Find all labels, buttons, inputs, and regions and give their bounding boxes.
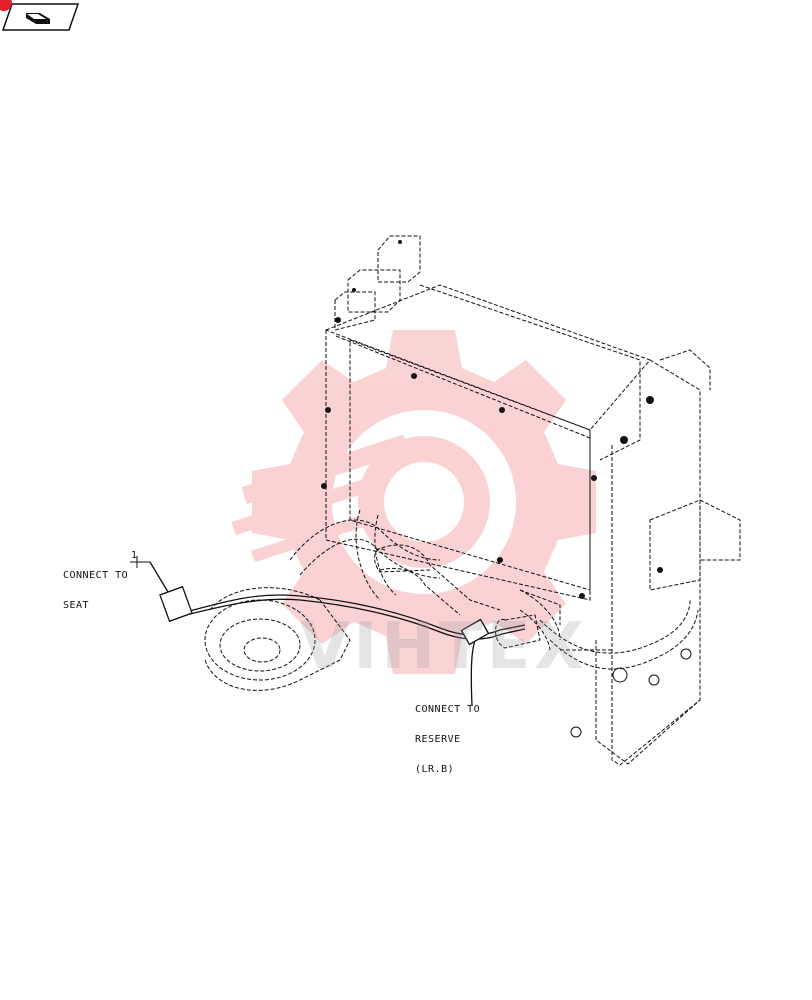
callout-connect-reserve: CONNECT TO RESERVE (LR.B)	[415, 685, 505, 785]
callout-seat-line2: SEAT	[63, 600, 90, 611]
watermark-gear-icon	[231, 330, 596, 674]
watermark-text: VIHTEX	[300, 610, 588, 684]
callout-reserve-line2: RESERVE	[415, 734, 461, 745]
nav-back-tab[interactable]	[0, 0, 82, 34]
reserve-connector	[460, 618, 490, 646]
callout-index: 1	[131, 550, 138, 561]
callout-seat-line1: CONNECT TO	[63, 570, 129, 581]
red-badge	[0, 0, 12, 11]
callout-reserve-line1: CONNECT TO	[415, 704, 481, 715]
seat-connector	[159, 585, 193, 623]
callout-connect-seat: CONNECT TO SEAT	[63, 551, 153, 621]
book-icon	[26, 13, 50, 24]
callout-reserve-line3: (LR.B)	[415, 764, 455, 775]
